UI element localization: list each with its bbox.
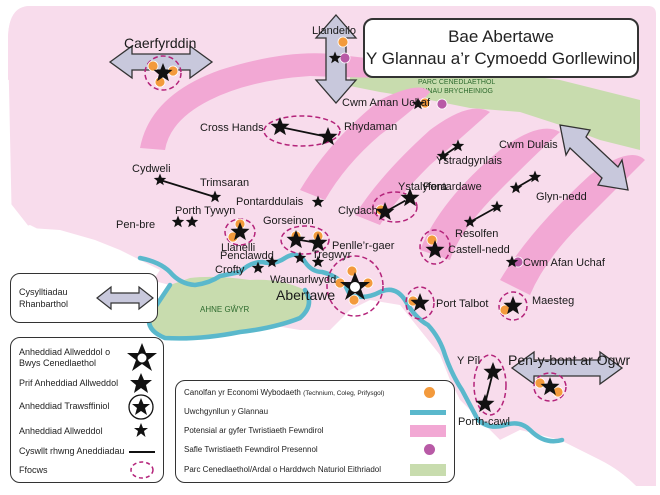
legend-link-icon [129,451,155,453]
legend-park-label: Parc Cenedlaethol/Ardal o Harddwch Natur… [184,465,381,474]
legend-tourism-potential-icon [410,425,446,437]
legend-main-settlement-label: Prif Anheddiad Allweddol [19,378,119,388]
label-ystradgynlais: Ystradgynlais [436,155,503,167]
legend-focus-icon [130,461,154,479]
label-pontardawe: Pontardawe [423,181,482,193]
tourism-band-3 [420,128,560,260]
gower-aonb-area [149,276,309,339]
legend-tourism-site-icon [424,444,435,455]
label-pontarddulais: Pontarddulais [236,196,304,208]
label-glyn-nedd: Glyn-nedd [536,191,587,203]
label-clydach: Clydach [338,205,378,217]
national-park-label-1: PARC CENEDLAETHOL [418,79,495,86]
tourism-band-1 [300,87,430,200]
label-llandeilo: Llandeilo [312,25,356,37]
legend-knowledge-centre-label: Canolfan yr Economi Wybodaeth (Technium,… [184,388,385,397]
label-abertawe: Abertawe [276,287,335,303]
regional-arrow-legend-icon [96,285,154,311]
label-port-talbot: Port Talbot [436,298,488,310]
tourism-sites [339,52,524,268]
legend-tourism-site-label: Safle Twristiaeth Fewndirol Presennol [184,445,318,454]
regional-links-label-2: Rhanbarthol [19,299,69,309]
label-castell-nedd: Castell-nedd [448,244,510,256]
label-cwm-dulais: Cwm Dulais [499,139,558,151]
label-ystalyfera: Ystalyfera [398,181,448,193]
label-rhydaman: Rhydaman [344,121,397,133]
label-crofty: Crofty [215,264,245,276]
label-porth-tywyn: Porth Tywyn [175,205,235,217]
label-pen-y-bont: Pen-y-bont ar Ogwr [508,352,630,368]
place-labels: Caerfyrddin Llandeilo Cwm Aman Uchaf Cro… [116,25,630,428]
label-y-pil: Y Pîl [457,355,480,367]
upper-left-sea [8,6,120,80]
legend-cross-border-icon [128,394,154,420]
regional-arrow-east [559,124,629,191]
label-tregwyr: Tregwyr [312,249,352,261]
legend-tourism-potential-label: Potensial ar gyfer Twristiaeth Fewndirol [184,426,324,435]
tourism-band-4 [500,155,645,295]
legend-waterfront-icon [410,410,446,415]
label-cross-hands: Cross Hands [200,122,264,134]
legend-key-settlement-icon [134,423,148,437]
label-cydweli: Cydweli [132,163,171,175]
legend-knowledge-centre-icon [424,387,435,398]
label-penclawdd: Penclawdd [220,250,274,262]
feature-legend: Canolfan yr Economi Wybodaeth (Technium,… [175,380,455,483]
legend-national-settlement-label: Anheddiad Allweddol o Bwys Cenedlaethol [19,347,111,368]
focus-rings [144,55,567,416]
tourism-band-2 [355,108,490,225]
label-pen-bre: Pen-bre [116,219,155,231]
label-porth-cawl: Porth-cawl [458,416,510,428]
legend-focus-label: Ffocws [19,465,48,475]
legend-waterfront-label: Uwchgynllun y Glannau [184,407,269,416]
regional-links-legend: Cysylltiadau Rhanbarthol [10,273,158,323]
legend-main-settlement-icon [130,373,152,393]
legend-link-label: Cyswllt rhwng Aneddiadau [19,446,125,456]
label-cwm-aman-uchaf: Cwm Aman Uchaf [342,97,431,109]
label-maesteg: Maesteg [532,295,574,307]
label-penlle-r-gaer: Penlle’r-gaer [332,240,395,252]
map-title: Bae Abertawe Y Glannau a’r Cymoedd Gorll… [363,18,639,78]
regional-links-label-1: Cysylltiadau [19,287,68,297]
title-line-2: Y Glannau a’r Cymoedd Gorllewinol [366,49,636,68]
label-resolfen: Resolfen [455,228,498,240]
settlement-legend: Anheddiad Allweddol o Bwys Cenedlaethol … [10,337,164,483]
legend-park-icon [410,464,446,476]
national-park-label-2: BANNAU BRYCHEINIOG [413,88,493,95]
legend-key-settlement-label: Anheddiad Allweddol [19,426,103,436]
label-waunarlwydd: Waunarlwydd [270,274,336,286]
regional-arrow-west [108,44,214,80]
tourism-band-north [140,53,420,150]
label-llanelli: Llanelli [221,242,255,254]
legend-cross-border-label: Anheddiad Trawsffiniol [19,401,110,411]
label-trimsaran: Trimsaran [200,177,249,189]
national-settlement-abertawe [340,272,370,300]
label-gorseinon: Gorseinon [263,215,314,227]
legend-national-settlement-icon [127,343,157,371]
label-caerfyrddin: Caerfyrddin [124,35,196,51]
label-cwm-afan-uchaf: Cwm Afan Uchaf [523,257,606,269]
gower-aonb-label: AHNE GŴYR [200,305,250,314]
title-line-1: Bae Abertawe [448,27,554,46]
